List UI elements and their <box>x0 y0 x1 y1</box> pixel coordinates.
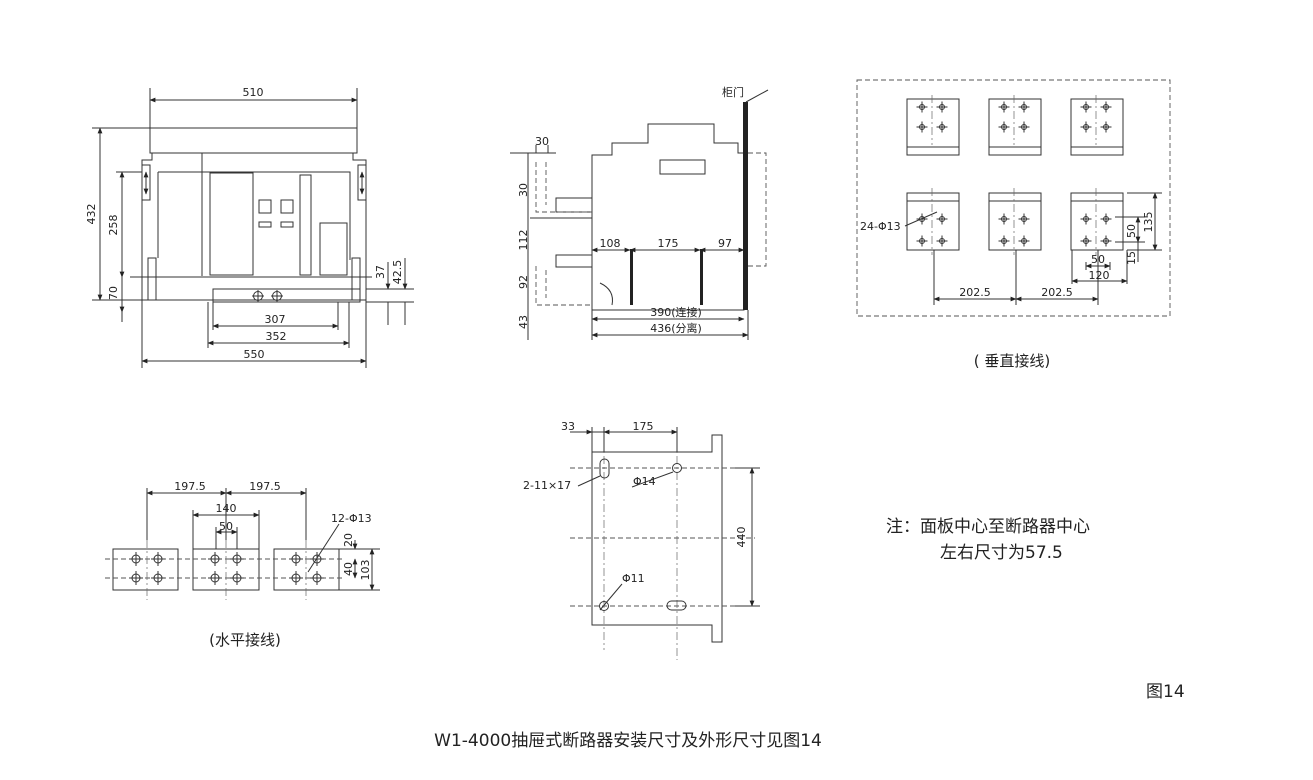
terminal-block-bottom <box>1070 188 1124 255</box>
dim-side-108: 108 <box>600 237 621 250</box>
dim-vert-120: 120 <box>1089 269 1110 282</box>
bolt-hole <box>310 571 324 585</box>
bolt-hole <box>230 552 244 566</box>
bolt-hole <box>289 552 303 566</box>
dim-side-390: 390(连接) <box>650 306 702 319</box>
dim-vert-50h: 50 <box>1091 253 1105 266</box>
bolt-hole <box>208 571 222 585</box>
bolt-hole <box>310 552 324 566</box>
dim-side-30-top: 30 <box>535 135 549 148</box>
figure-title: W1-4000抽屉式断路器安装尺寸及外形尺寸见图14 <box>434 731 822 751</box>
dim-vert-202a: 202.5 <box>959 286 991 299</box>
terminal-block-top <box>988 95 1042 156</box>
note-line-2: 左右尺寸为57.5 <box>940 543 1063 563</box>
dim-42-5: 42.5 <box>391 260 404 285</box>
bolt-hole <box>289 571 303 585</box>
dim-mount-33: 33 <box>561 420 575 433</box>
bolt-hole <box>208 552 222 566</box>
terminal-block-top <box>906 95 960 156</box>
note-line-1: 注：面板中心至断路器中心 <box>886 517 1090 537</box>
dim-550: 550 <box>244 348 265 361</box>
dim-side-175: 175 <box>658 237 679 250</box>
door-label: 柜门 <box>722 85 744 99</box>
vertical-wiring-caption: ( 垂直接线) <box>974 352 1050 370</box>
vertical-holes-label: 24-Φ13 <box>860 220 901 233</box>
bolt-hole <box>129 571 143 585</box>
side-view: 柜门 30 30 112 92 43 108 175 97 <box>510 85 769 340</box>
dim-side-30: 30 <box>517 183 530 197</box>
horizontal-holes-label: 12-Φ13 <box>331 512 372 525</box>
dim-side-92: 92 <box>517 275 530 289</box>
front-view: 510 432 258 70 37 42.5 307 352 <box>85 86 414 368</box>
vertical-wiring-view: 24-Φ13 202.5 202.5 135 50 15 50 120 ( 垂直… <box>856 79 1171 370</box>
dim-vert-50v: 50 <box>1125 224 1138 238</box>
dim-510: 510 <box>243 86 264 99</box>
dim-hor-140: 140 <box>216 502 237 515</box>
mount-phi14-label: Φ14 <box>633 475 656 488</box>
dim-307: 307 <box>265 313 286 326</box>
dim-37: 37 <box>374 265 387 279</box>
terminal-block-top <box>1070 95 1124 156</box>
dim-hor-50: 50 <box>219 520 233 533</box>
figure-label: 图14 <box>1146 682 1185 702</box>
mounting-view: 33 175 2-11×17 Φ14 Φ11 440 <box>523 420 760 660</box>
dim-hor-103: 103 <box>359 560 372 581</box>
horizontal-wiring-view: 197.5 197.5 140 50 12-Φ13 20 40 103 (水平接… <box>105 480 380 649</box>
dim-hor-197b: 197.5 <box>249 480 281 493</box>
dim-vert-135: 135 <box>1142 212 1155 233</box>
bolt-hole <box>129 552 143 566</box>
dim-432: 432 <box>85 204 98 225</box>
dim-side-97: 97 <box>718 237 732 250</box>
dim-mount-440: 440 <box>735 527 748 548</box>
dim-hor-20: 20 <box>342 533 355 547</box>
terminal-block-bottom <box>988 188 1042 255</box>
dim-side-112: 112 <box>517 230 530 251</box>
dim-hor-40: 40 <box>342 562 355 576</box>
dim-side-43: 43 <box>517 315 530 329</box>
bolt-hole <box>151 552 165 566</box>
dim-side-436: 436(分离) <box>650 321 702 335</box>
mount-slots-label: 2-11×17 <box>523 479 571 492</box>
bolt-hole <box>230 571 244 585</box>
dim-mount-175: 175 <box>633 420 654 433</box>
dim-258: 258 <box>107 215 120 236</box>
terminal-block-bottom <box>906 188 960 255</box>
horizontal-wiring-caption: (水平接线) <box>209 631 281 649</box>
mount-phi11-label: Φ11 <box>622 572 645 585</box>
dim-352: 352 <box>266 330 287 343</box>
dim-vert-15: 15 <box>1125 251 1138 265</box>
dim-hor-197a: 197.5 <box>174 480 206 493</box>
dim-70: 70 <box>107 286 120 300</box>
dim-vert-202b: 202.5 <box>1041 286 1073 299</box>
bolt-hole <box>151 571 165 585</box>
